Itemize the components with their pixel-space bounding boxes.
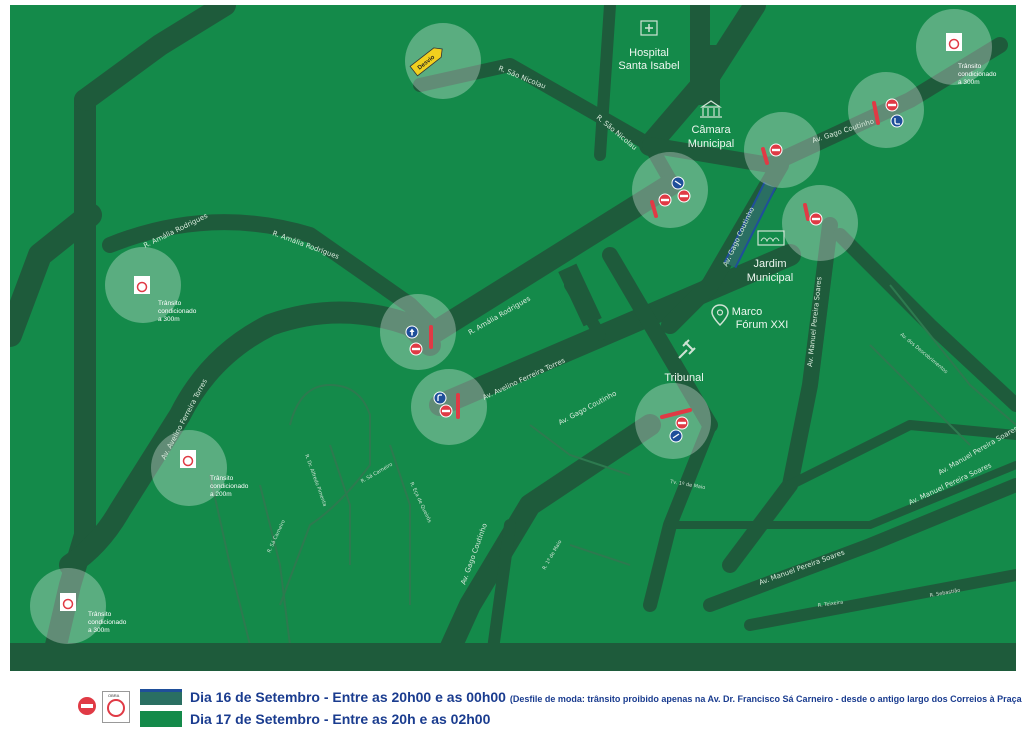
day16-route: [723, 181, 777, 269]
traffic-restriction-icon: OBRA: [102, 691, 130, 723]
barrier: [650, 200, 658, 218]
traffic-note-top-right: Trânsito condicionado a 300m: [958, 63, 997, 86]
barriers: [429, 101, 880, 419]
marco-forum-label: Marco: [732, 306, 763, 318]
arrow-diagonal-icon: [671, 176, 685, 190]
traffic-note-left-1: Trânsito condicionado a 300m: [158, 300, 197, 323]
hospital-label: Santa Isabel: [618, 60, 679, 72]
legend-day16-note: (Desfile de moda: trânsito proibido apen…: [509, 694, 1024, 704]
barrier: [761, 147, 769, 165]
building-block: [690, 45, 720, 105]
poi-icons: [640, 20, 785, 359]
gavel-icon: [678, 339, 696, 359]
arrow-diagonal-icon: [669, 429, 683, 443]
direction-signs: [405, 114, 904, 443]
traffic-note-line: Trânsito: [210, 475, 234, 482]
minor-roads: [209, 284, 1016, 646]
traffic-note-line: condicionado: [158, 308, 197, 315]
no-entry-icon: [409, 342, 423, 356]
no-entry-icon: [78, 697, 96, 715]
bottom-road-band: [10, 643, 1016, 671]
location-pin-icon: [711, 304, 729, 327]
highlight-circle: [848, 72, 924, 148]
arrow-turn-icon: [433, 391, 447, 405]
traffic-note-line: a 200m: [210, 491, 232, 498]
marco-forum-label: Fórum XXI: [736, 319, 789, 331]
city-hall-label: Municipal: [688, 138, 734, 150]
no-entry-icon: [439, 404, 453, 418]
restriction-caption: OBRA: [108, 693, 120, 698]
legend-day16: Dia 16 de Setembro - Entre as 20h00 e as…: [190, 689, 1024, 705]
traffic-note-line: a 300m: [958, 79, 980, 86]
city-hall-label: Câmara: [691, 124, 731, 136]
traffic-note-line: Trânsito: [158, 300, 182, 307]
traffic-restriction-icon: [134, 276, 150, 294]
garden-label: Jardim: [753, 258, 786, 270]
no-entry-icon: [677, 189, 691, 203]
traffic-restriction-icon: [946, 33, 962, 51]
traffic-note-line: condicionado: [958, 71, 997, 78]
traffic-restriction-icon: [180, 450, 196, 468]
traffic-note-line: a 300m: [88, 627, 110, 634]
arrow-turn-icon: [890, 114, 904, 128]
barrier: [872, 101, 880, 125]
restriction-signs: [60, 33, 962, 611]
highlight-circle: [635, 383, 711, 459]
barrier: [803, 203, 810, 221]
town-hall-icon: [700, 100, 722, 118]
street-label: R. Teixeira: [817, 599, 843, 608]
traffic-note-bottom-left: Trânsito condicionado a 300m: [88, 611, 127, 634]
legend-day17-label: Dia 17 de Setembro - Entre as 20h e as 0…: [190, 711, 491, 727]
garden-label: Municipal: [747, 272, 793, 284]
no-entry-icon: [658, 193, 672, 207]
traffic-note-line: condicionado: [210, 483, 249, 490]
tribunal-label: Tribunal: [664, 372, 703, 384]
traffic-note-left-2: Trânsito condicionado a 200m: [210, 475, 249, 498]
building-block: [558, 263, 602, 327]
garden-icon: [757, 230, 785, 246]
street-label: R. Sebastião: [929, 588, 961, 599]
no-entry-icon: [809, 212, 823, 226]
highlight-circle: [632, 152, 708, 228]
traffic-restriction-icon: [60, 593, 76, 611]
map-legend: OBRA Dia 16 de Setembro - Entre as 20h00…: [78, 683, 1024, 733]
traffic-note-line: condicionado: [88, 619, 127, 626]
no-entry-signs: [409, 98, 899, 430]
day16-swatch: [140, 689, 182, 705]
traffic-note-line: a 300m: [158, 316, 180, 323]
event-traffic-map: Desvio Hospital Santa Isabel Câmara Muni…: [10, 5, 1016, 671]
road-network: [10, 5, 1016, 671]
hospital-icon: [640, 20, 658, 36]
traffic-note-line: Trânsito: [958, 63, 982, 70]
arrow-up-icon: [405, 325, 419, 339]
day17-swatch: [140, 711, 182, 727]
barrier: [660, 408, 692, 419]
no-entry-icon: [885, 98, 899, 112]
traffic-note-line: Trânsito: [88, 611, 112, 618]
hospital-label: Hospital: [629, 47, 669, 59]
no-entry-icon: [675, 416, 689, 430]
highlight-circle: [405, 23, 481, 99]
legend-day16-label: Dia 16 de Setembro - Entre as 20h00 e as…: [190, 689, 506, 705]
no-entry-icon: [769, 143, 783, 157]
